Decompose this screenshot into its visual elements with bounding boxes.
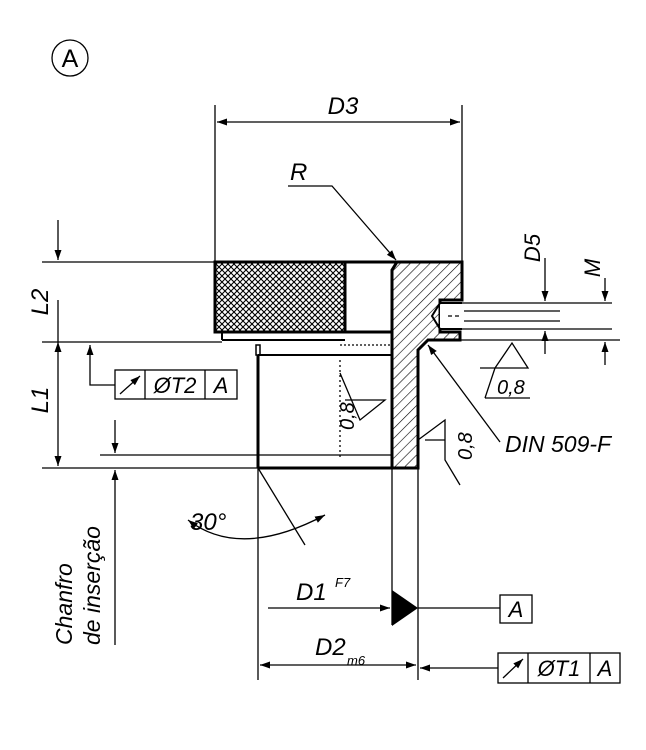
chamfer-leader: Chanfro de inserção	[51, 420, 258, 645]
angle-label: 30°	[190, 509, 227, 536]
d3-dimension: D3	[214, 93, 463, 262]
runout-t2: ØT2 A	[86, 345, 238, 400]
t2-datum: A	[212, 373, 229, 398]
d2-tolerance: m6	[347, 653, 366, 668]
l-dimensions: L2 L1	[27, 220, 258, 469]
t2-symbol: ØT2	[153, 373, 197, 398]
din-label: DIN 509-F	[505, 431, 613, 457]
t1-datum: A	[596, 656, 613, 681]
d3-label: D3	[328, 93, 359, 120]
runout-t1: ØT1 A	[420, 652, 621, 684]
rough-top-label: 0,8	[497, 377, 525, 399]
d5-label: D5	[520, 233, 545, 262]
view-marker-circle	[51, 39, 89, 77]
angle-30: 30°	[187, 467, 326, 546]
datum-a-label: A	[507, 597, 524, 622]
chamfer-label-line2: de inserção	[79, 526, 105, 645]
roughness-left: 0,8	[337, 372, 387, 430]
l1-label: L1	[27, 387, 54, 414]
d1-dimension: D1 F7 A	[268, 468, 533, 680]
rough-left-label: 0,8	[337, 402, 359, 430]
view-marker-letter: A	[62, 45, 79, 73]
t1-symbol: ØT1	[537, 656, 581, 681]
chamfer-label-line1: Chanfro	[51, 563, 77, 645]
part-section	[390, 260, 464, 470]
roughness-top: 0,8	[480, 341, 530, 399]
d1-tolerance: F7	[335, 575, 351, 590]
d5-m-dimension: D5 M	[440, 233, 620, 365]
r-label: R	[290, 159, 307, 186]
view-marker: A	[51, 39, 89, 77]
d2-label: D2	[315, 634, 346, 661]
d1-label: D1	[296, 579, 327, 606]
roughness-right: 0,8	[417, 418, 477, 486]
m-label: M	[580, 258, 605, 277]
shank	[255, 344, 392, 470]
l2-label: L2	[27, 289, 54, 316]
rough-right-label: 0,8	[455, 432, 477, 460]
d2-dimension: D2 m6	[257, 468, 416, 680]
din-leader: DIN 509-F	[427, 344, 613, 457]
radius-leader: R	[288, 159, 397, 261]
knurled-head	[213, 260, 397, 346]
